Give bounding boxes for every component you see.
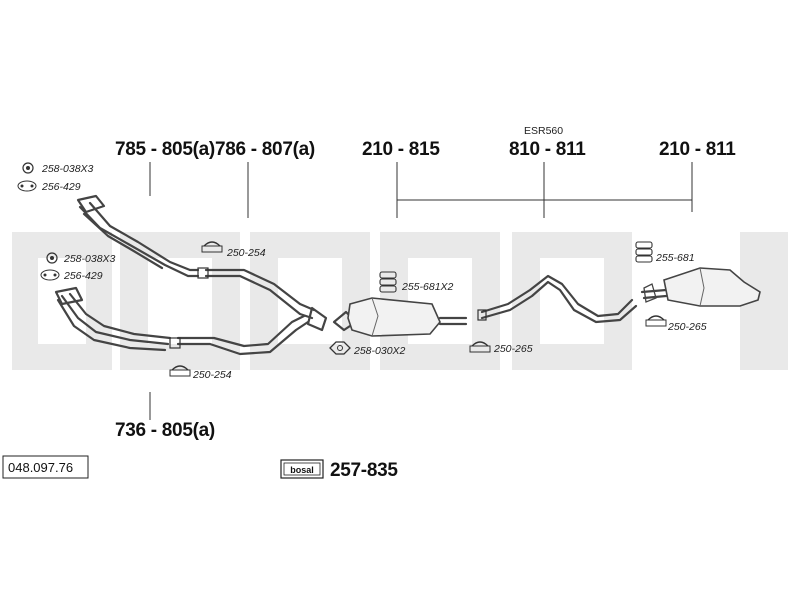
brand-box: bosal 257-835 [280,459,399,481]
gasket-icon [22,162,34,174]
clamp-icon [201,241,223,253]
part-label: 258-038X3 [63,253,116,265]
part-label: 250-265 [667,321,707,333]
part-label: 250-254 [226,247,266,259]
code-front-pipe-1: 785 - 805(a) [115,139,215,160]
flange-gasket-icon [40,269,60,281]
mid-pipe [477,274,638,324]
clamp-icon [645,315,667,327]
part-label: 258-030X2 [353,345,406,357]
part-label: 250-254 [192,369,232,381]
reference-number: 048.097.76 [8,460,73,475]
part-label: 256-429 [63,270,103,282]
code-mid-2: 810 - 811 [509,139,586,160]
gasket-icon [46,252,58,264]
part-label: 255-681 [655,252,695,264]
pipe-joint-icon [169,267,209,349]
hanger-icon [379,271,397,293]
flange-gasket-icon [17,180,37,192]
brand-name: bosal [290,465,314,475]
part-label: 256-429 [41,181,81,193]
code-mid-3: 210 - 811 [659,139,736,160]
hanger-icon [635,241,653,263]
brand-code: 257-835 [330,460,398,481]
code-front-pipe-2: 786 - 807(a) [215,139,315,160]
code-mid-1: 210 - 815 [362,139,440,160]
part-label: 258-038X3 [41,163,94,175]
y-pipe [176,268,328,356]
code-bottom: 736 - 805(a) [115,420,215,441]
bracket-label: ESR560 [524,125,563,137]
clamp-icon [169,365,191,377]
bosal-watermark [12,232,788,370]
part-label: 250-265 [493,343,533,355]
clamp-icon [469,341,491,353]
reference-number-box: 048.097.76 [2,455,89,479]
hex-nut-icon [329,341,351,355]
rear-muffler [640,267,761,307]
front-pipe-lower [54,286,172,352]
front-pipe-upper [76,194,200,278]
center-muffler [332,297,468,337]
part-label: 255-681X2 [401,281,454,293]
